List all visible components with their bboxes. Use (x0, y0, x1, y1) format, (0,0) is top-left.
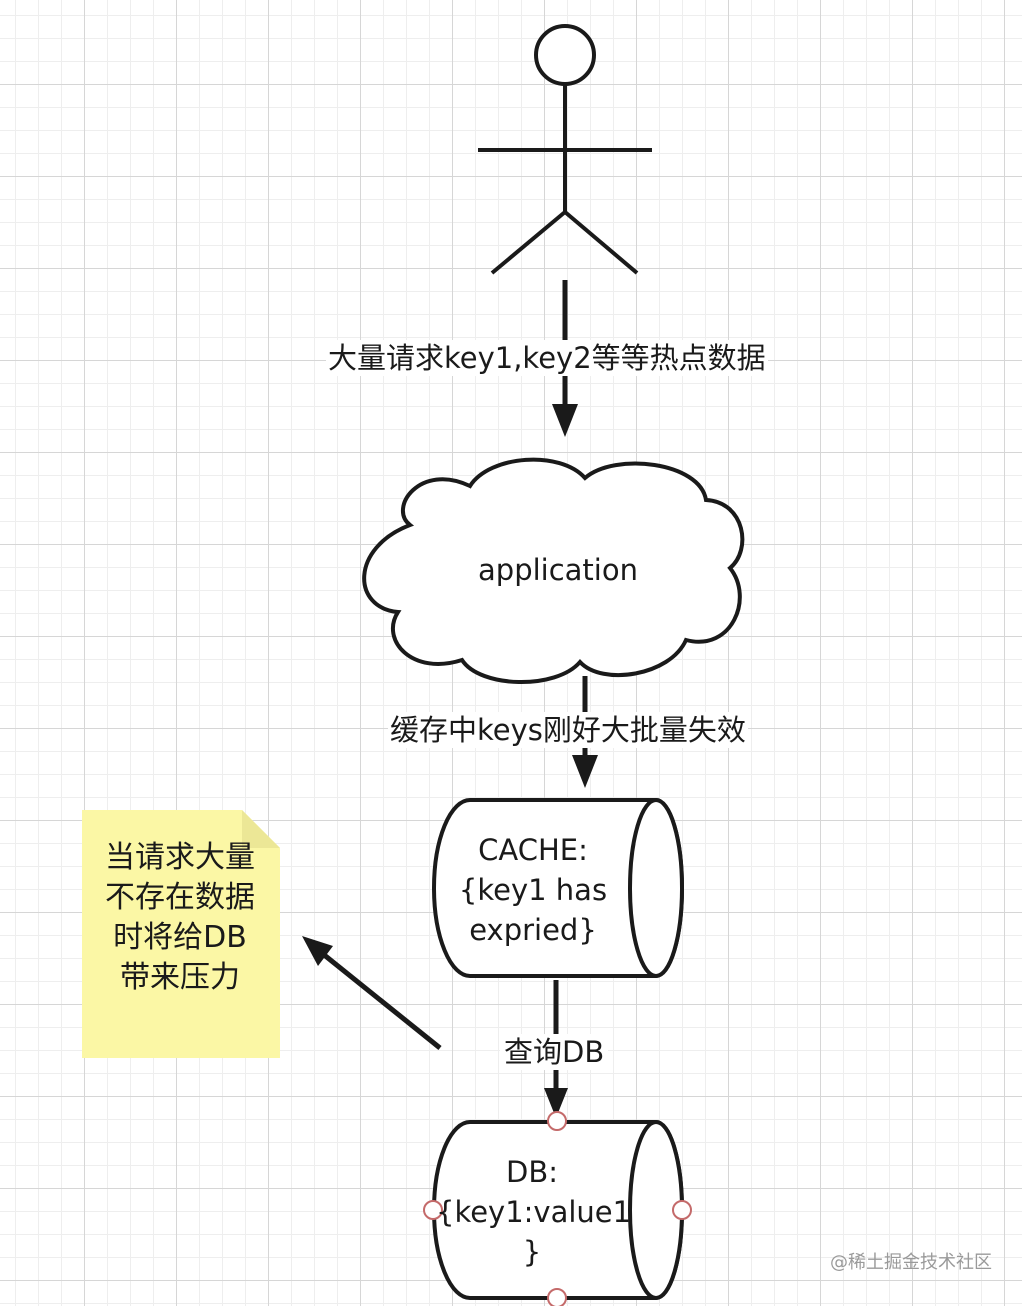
query-label: 查询DB (500, 1034, 609, 1070)
application-label: application (478, 553, 638, 587)
db-label: DB: {key1:value1 } (436, 1155, 632, 1269)
note-pointer-arrow[interactable] (302, 936, 442, 1050)
expire-label: 缓存中keys刚好大批量失效 (388, 712, 748, 748)
cache-cylinder[interactable] (432, 798, 684, 978)
db-handle-right[interactable] (672, 1200, 692, 1220)
db-cylinder[interactable] (432, 1120, 684, 1300)
db-handle-left[interactable] (423, 1200, 443, 1220)
sticky-note[interactable]: 当请求大量不存在数据时将给DB带来压力 (82, 810, 280, 1058)
request-label: 大量请求key1,key2等等热点数据 (326, 340, 768, 376)
db-handle-top[interactable] (547, 1111, 567, 1131)
note-text: 当请求大量不存在数据时将给DB带来压力 (105, 840, 255, 995)
cache-label: CACHE: {key1 has expried} (458, 833, 608, 947)
user-actor-icon[interactable] (478, 24, 652, 275)
watermark: @稀土掘金技术社区 (830, 1252, 992, 1273)
application-cloud[interactable] (362, 457, 745, 684)
db-handle-bottom[interactable] (547, 1288, 567, 1306)
sticky-note-shape (82, 810, 280, 1058)
